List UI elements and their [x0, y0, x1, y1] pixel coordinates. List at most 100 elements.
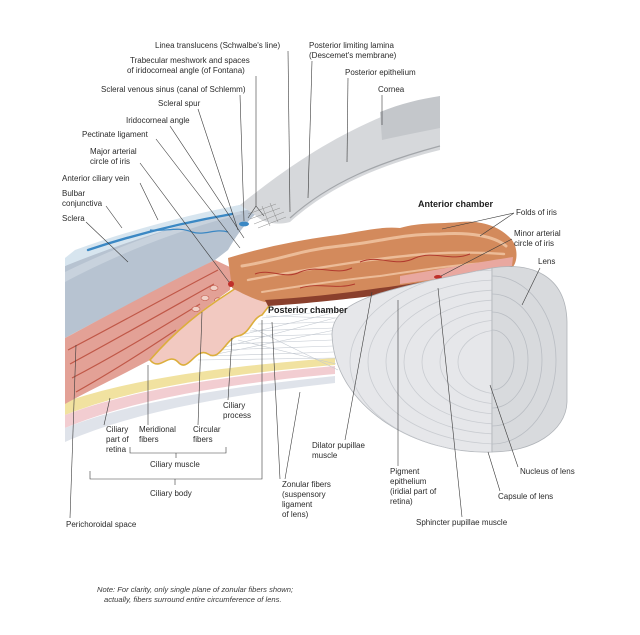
- label-minor-arterial-circle: circle of iris: [514, 239, 554, 248]
- cornea-cut-face: [380, 96, 440, 140]
- lens-cut-face: [491, 266, 568, 453]
- lens-shape: [331, 266, 568, 453]
- iris-vessels: [254, 253, 471, 289]
- zonular-fiber: [211, 329, 336, 356]
- label-circular-fibers: Circular: [193, 425, 221, 434]
- perichoroidal-band: [65, 376, 335, 442]
- label-ciliary-part-of-retina: part of: [106, 435, 129, 444]
- leader-nucleus-of-lens: [489, 384, 519, 468]
- label-bulbar-conjunctiva: conjunctiva: [62, 199, 103, 208]
- zonular-fiber: [251, 327, 339, 371]
- figure-note: Note: For clarity, only single plane of …: [97, 585, 293, 604]
- label-zonular-fibers: ligament: [282, 500, 313, 509]
- label-scleral-venous-sinus: Scleral venous sinus (canal of Schlemm): [101, 85, 246, 94]
- leader-major-arterial-circle: [139, 162, 230, 283]
- leader-pectinate-ligament: [155, 138, 241, 249]
- label-perichoroidal-space: Perichoroidal space: [66, 520, 137, 529]
- leader-anterior-ciliary-vein: [139, 182, 159, 221]
- label-zonular-fibers: of lens): [282, 510, 309, 519]
- leader-bulbar-conjunctiva: [105, 205, 123, 229]
- label-linea-translucens: Linea translucens (Schwalbe's line): [155, 41, 280, 50]
- sclera-highlight: [65, 210, 242, 282]
- label-dilator-pupillae: muscle: [312, 451, 338, 460]
- major-arterial-circle-vessel: [228, 281, 234, 287]
- minor-arterial-circle-vessel: [434, 275, 442, 279]
- bracket-ciliary-muscle: [129, 447, 227, 458]
- leader-ciliary-process: [227, 337, 233, 401]
- leader-posterior-epithelium: [346, 77, 349, 163]
- iris-shape: [228, 221, 517, 302]
- lens-ring: [403, 299, 492, 425]
- sphincter-pupillae-region: [400, 257, 513, 284]
- lens-layer: [492, 293, 543, 427]
- label-sclera: Sclera: [62, 214, 85, 223]
- note-line: actually, fibers surround entire circumf…: [104, 595, 282, 604]
- label-ciliary-part-of-retina: Ciliary: [106, 425, 128, 434]
- leader-sphincter-pupillae: [437, 287, 463, 518]
- iris-pigment-epithelium: [265, 266, 512, 306]
- descemets-membrane-line: [289, 145, 441, 219]
- label-ciliary-process: process: [223, 411, 251, 420]
- muscle-stripe: [71, 303, 201, 379]
- label-posterior-limiting-lamina: Posterior limiting lamina: [309, 41, 394, 50]
- label-folds-of-iris: Folds of iris: [516, 208, 557, 217]
- label-meridional-fibers: fibers: [139, 435, 159, 444]
- muscle-stripe: [69, 283, 215, 365]
- label-circular-fibers: fibers: [193, 435, 213, 444]
- label-pigment-epithelium: Pigment: [390, 467, 420, 476]
- leader-ciliary-part-of-retina: [103, 397, 111, 426]
- leader-trabecular-meshwork: [247, 76, 265, 219]
- lens-ring: [421, 309, 492, 415]
- label-ciliary-part-of-retina: retina: [106, 445, 127, 454]
- ciliary-muscle-shape: [65, 260, 232, 404]
- label-pigment-epithelium: epithelium: [390, 477, 427, 486]
- lens-ring: [457, 329, 492, 395]
- ciliary-retina-band: [65, 358, 335, 415]
- lens-ring: [439, 319, 492, 405]
- leader-folds-of-iris: [441, 212, 515, 237]
- leader-capsule-of-lens: [487, 451, 501, 492]
- iris-vessel: [254, 267, 353, 276]
- label-pigment-epithelium: retina): [390, 497, 413, 506]
- label-posterior-epithelium: Posterior epithelium: [345, 68, 416, 77]
- trabecular-strand: [261, 205, 271, 227]
- lens-layer: [492, 275, 557, 445]
- trabecular-meshwork-hatch: [247, 202, 287, 229]
- label-zonular-fibers: (suspensory: [282, 490, 326, 499]
- scleral-venous-sinus-vessel: [239, 221, 249, 227]
- label-cornea: Cornea: [378, 85, 405, 94]
- label-pigment-epithelium: (iridial part of: [390, 487, 437, 496]
- meridional-fibers-stripes: [67, 269, 219, 393]
- trabecular-strand: [257, 216, 287, 229]
- label-trabecular-meshwork: of iridocorneal angle (of Fontana): [127, 66, 245, 75]
- conjunctival-vessel: [149, 228, 229, 234]
- iris-vessel: [359, 253, 471, 263]
- circular-fiber: [200, 295, 210, 301]
- label-dilator-pupillae: Dilator pupillae: [312, 441, 365, 450]
- zonular-fiber: [244, 311, 338, 335]
- note-line: Note: For clarity, only single plane of …: [97, 585, 293, 594]
- label-pectinate-ligament: Pectinate ligament: [82, 130, 149, 139]
- iris-vessel: [299, 283, 356, 289]
- label-nucleus-of-lens: Nucleus of lens: [520, 467, 575, 476]
- leader-zonular-fibers: [271, 321, 301, 480]
- circular-fiber: [191, 306, 201, 312]
- sclera-shape: [65, 205, 258, 338]
- leader-circular-fibers: [197, 311, 203, 426]
- label-major-arterial-circle: circle of iris: [90, 157, 130, 166]
- leader-posterior-limiting-lamina: [307, 60, 313, 199]
- labels: Linea translucens (Schwalbe's line) Post…: [62, 41, 575, 529]
- label-capsule-of-lens: Capsule of lens: [498, 492, 553, 501]
- choroid-band: [65, 366, 335, 428]
- label-anterior-ciliary-vein: Anterior ciliary vein: [62, 174, 130, 183]
- iris-fold: [261, 261, 501, 293]
- label-zonular-fibers: Zonular fibers: [282, 480, 331, 489]
- lens-front-rings: [349, 269, 492, 453]
- leader-iridocorneal-angle: [169, 125, 245, 239]
- zonular-fiber: [239, 333, 333, 338]
- bracket-ciliary-body: [89, 320, 263, 485]
- label-bulbar-conjunctiva: Bulbar: [62, 189, 85, 198]
- leader-perichoroidal-space: [69, 344, 77, 519]
- leader-minor-arterial-circle: [440, 238, 513, 277]
